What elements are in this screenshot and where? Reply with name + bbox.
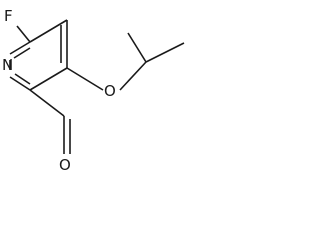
bond-ch-ch3-left xyxy=(127,32,147,63)
bond-c4-c5 xyxy=(29,67,68,91)
bond-c5-c6 xyxy=(9,76,31,91)
bond-n-c2-inner xyxy=(13,47,31,59)
bond-n-c2 xyxy=(9,41,31,55)
structure-canvas: F N O O xyxy=(0,0,191,189)
ring-nitrogen-atom-label: N xyxy=(2,56,13,74)
fluorine-atom-label: F xyxy=(4,7,13,25)
bond-c5-c6-inner xyxy=(14,73,31,85)
bond-c2-c3 xyxy=(29,19,68,43)
aldehyde-oxygen-atom-label: O xyxy=(59,156,71,174)
molecule-drawing: F N O O xyxy=(2,7,185,174)
bond-o-ch xyxy=(119,61,147,91)
bond-c5-cho xyxy=(29,89,65,117)
bond-c2-f xyxy=(16,25,31,43)
bond-ch-ch3-right xyxy=(145,42,185,63)
bond-c4-o xyxy=(66,67,104,91)
ether-oxygen-atom-label: O xyxy=(104,82,116,100)
